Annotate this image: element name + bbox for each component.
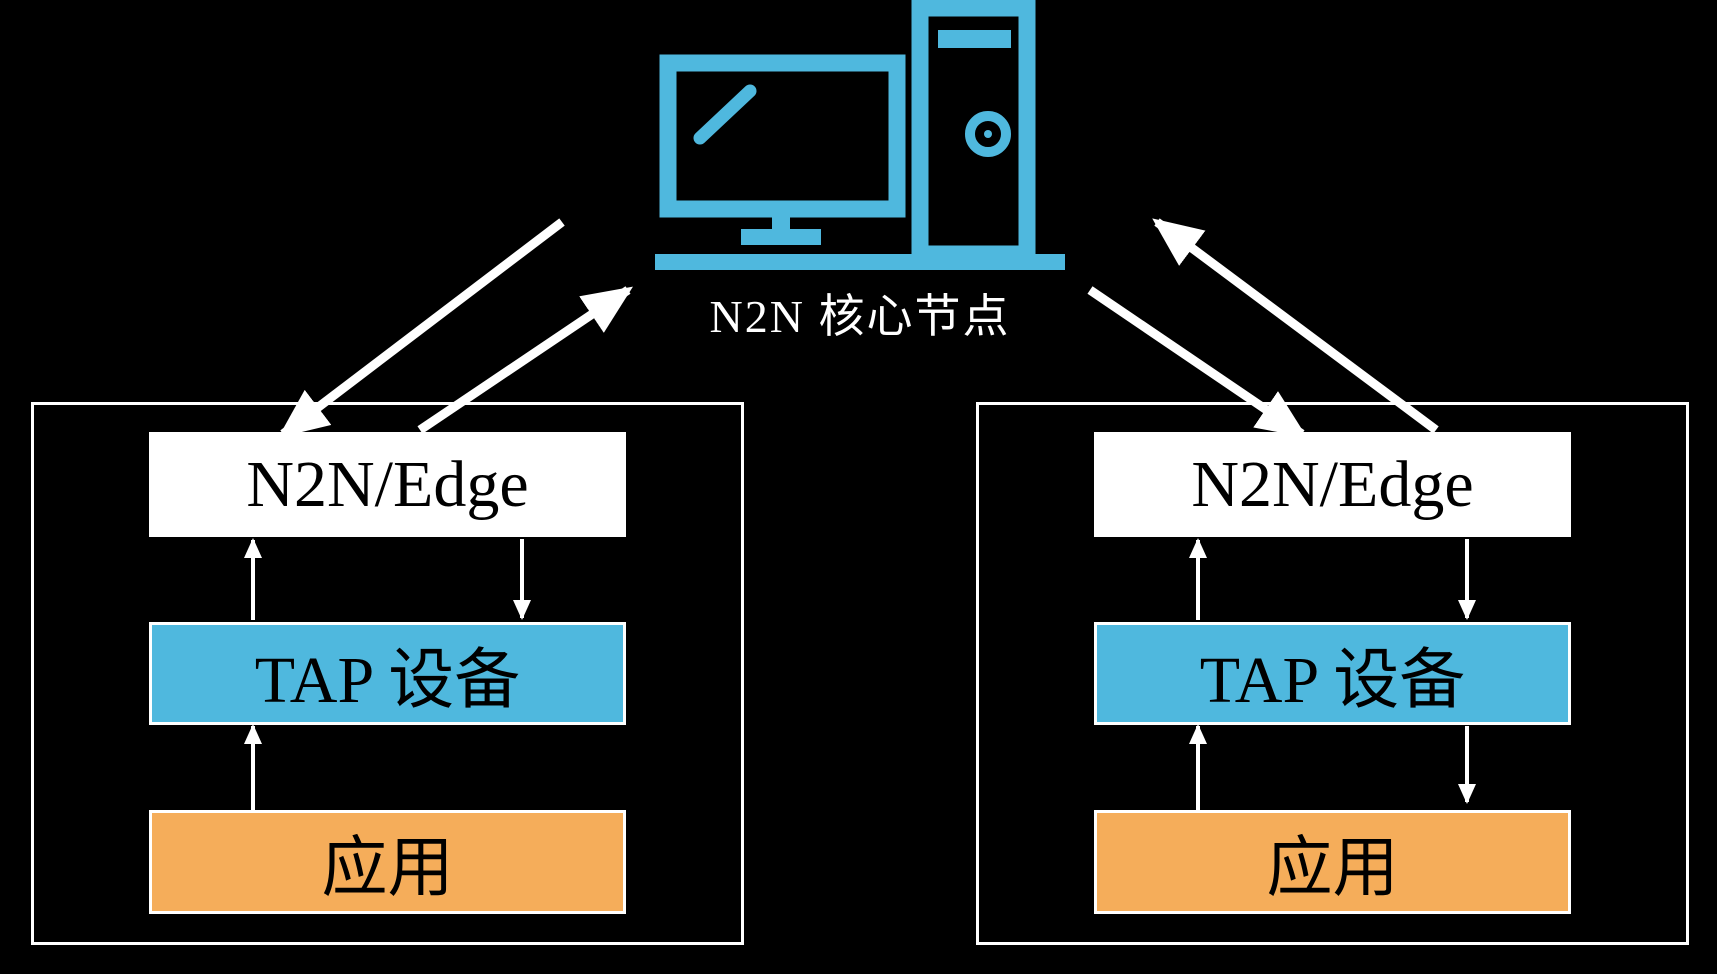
screen-glare [693, 84, 757, 145]
core-node-label: N2N 核心节点 [709, 291, 1011, 342]
right-tap-box: TAP 设备 [1094, 622, 1571, 725]
tower-drive-slot [938, 30, 1011, 48]
left-tap-box: TAP 设备 [149, 622, 626, 725]
arrow-core-to-left-edge [278, 218, 565, 438]
left-edge-box: N2N/Edge [149, 432, 626, 537]
arrow-core-to-right-edge [1087, 286, 1307, 438]
tower-disc [965, 111, 1011, 157]
right-host-panel [976, 402, 1689, 945]
desk-base [655, 254, 1065, 270]
right-app-box: 应用 [1094, 810, 1571, 914]
arrow-left-edge-to-core [417, 286, 633, 434]
desktop-computer-icon [655, 0, 1065, 270]
right-edge-box: N2N/Edge [1094, 432, 1571, 537]
tower-disc-center [984, 130, 992, 138]
left-app-box: 应用 [149, 810, 626, 914]
left-host-panel [31, 402, 744, 945]
arrow-right-edge-to-core [1152, 218, 1439, 434]
monitor-base [741, 229, 821, 245]
monitor-neck [772, 209, 790, 229]
